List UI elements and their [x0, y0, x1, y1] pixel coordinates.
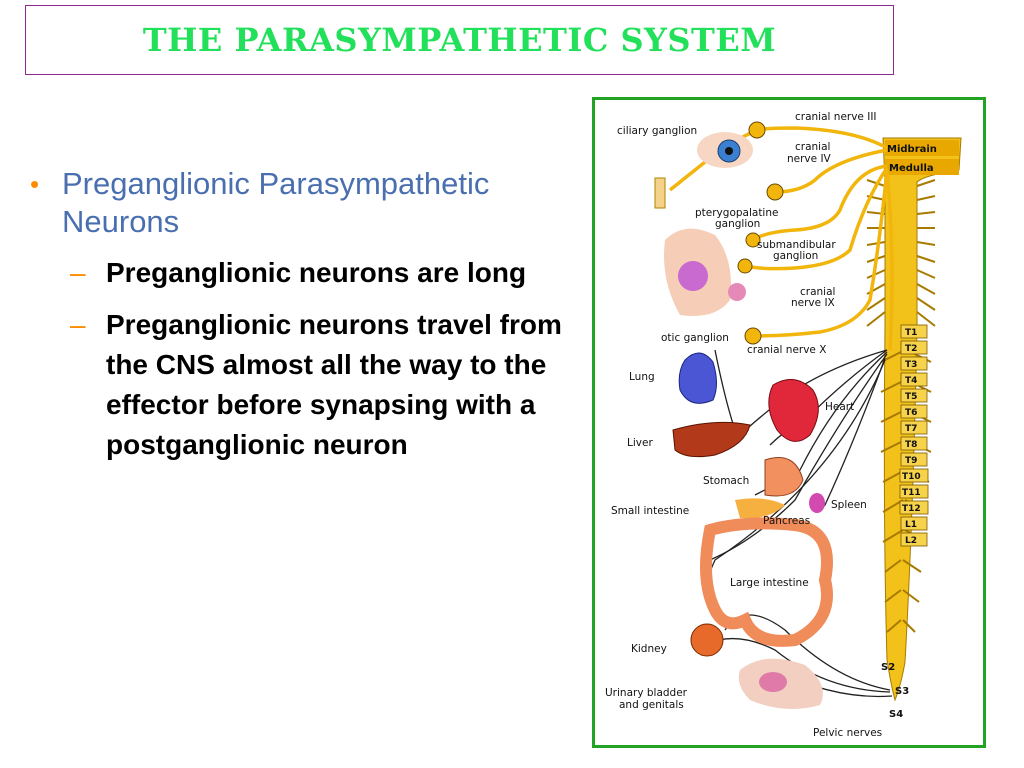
segment-box	[900, 404, 928, 419]
lacrimal-gland	[654, 177, 666, 209]
segment-box	[900, 532, 928, 547]
urinary-label-1: Urinary bladder	[605, 687, 688, 699]
segment-label: T11	[902, 488, 921, 498]
ciliary-ganglion-node	[748, 121, 766, 139]
otic-ganglion-label: otic ganglion	[661, 332, 729, 344]
urinary-label-2: and genitals	[619, 699, 684, 711]
segment-box	[900, 516, 928, 531]
subbullet-text: Preganglionic neurons travel from the CN…	[106, 309, 562, 460]
pterygopalatine-label-2: ganglion	[715, 218, 760, 230]
subbullet-item: – Preganglionic neurons are long	[70, 253, 592, 293]
segment-label: T10	[902, 472, 921, 482]
segment-box	[900, 356, 928, 371]
segment-box	[900, 388, 928, 403]
dash-icon: –	[70, 309, 86, 340]
segment-box	[899, 500, 929, 515]
segment-label: T6	[905, 408, 917, 418]
segment-box	[900, 436, 928, 451]
segment-label: L2	[905, 536, 917, 546]
segment-label: T4	[905, 376, 917, 386]
title-box: THE PARASYMPATHETIC SYSTEM	[25, 5, 894, 75]
segment-box	[900, 340, 928, 355]
segment-label: T9	[905, 456, 917, 466]
segment-box	[900, 372, 928, 387]
pterygopalatine-ganglion-node	[766, 183, 784, 201]
spinal-segments: T1 T2 T3 T4 T5 T6 T7 T8 T9 T10 T11 T12 L…	[899, 324, 929, 547]
subbullet-item: – Preganglionic neurons travel from the …	[70, 305, 592, 465]
stomach-label: Stomach	[703, 475, 749, 487]
lung-label: Lung	[629, 371, 655, 383]
s4-label: S4	[889, 709, 903, 720]
segment-label: T2	[905, 344, 917, 354]
large-intestine-label: Large intestine	[730, 577, 809, 589]
stomach-icon	[764, 457, 804, 497]
segment-box	[899, 468, 929, 483]
pancreas-icon	[735, 498, 785, 519]
segment-label: T12	[902, 504, 921, 514]
heart-icon	[768, 379, 819, 442]
segment-label: T7	[905, 424, 917, 434]
heart-label: Heart	[825, 401, 854, 413]
midbrain-label: Midbrain	[887, 144, 937, 155]
segment-label: T3	[905, 360, 917, 370]
otic-ganglion-node	[744, 327, 762, 345]
segment-label: T5	[905, 392, 917, 402]
bullet-item: • Preganglionic Parasympathetic Neurons	[22, 165, 592, 241]
bullet-list: • Preganglionic Parasympathetic Neurons …	[22, 165, 592, 465]
bladder-icon	[759, 672, 787, 692]
kidney-label: Kidney	[631, 643, 667, 655]
spinal-cord	[882, 137, 962, 702]
segment-box	[900, 324, 928, 339]
pelvic-nerves-label: Pelvic nerves	[813, 727, 882, 739]
liver-label: Liver	[627, 437, 653, 449]
large-intestine-icon	[700, 517, 833, 647]
ciliary-ganglion-label: ciliary ganglion	[617, 125, 697, 137]
segment-box	[900, 420, 928, 435]
midbrain-region	[885, 140, 959, 156]
dash-icon: –	[70, 257, 86, 288]
pterygopalatine-label-1: pterygopalatine	[695, 207, 778, 219]
diagram-svg: Midbrain Medulla T1 T2 T3 T4 T5 T6 T7 T8…	[605, 111, 962, 739]
segment-box	[900, 452, 928, 467]
segment-label: T1	[905, 328, 917, 338]
pupil-icon	[725, 147, 733, 155]
submandibular-ganglion-node	[745, 232, 761, 248]
cranial-nerve-iii-label: cranial nerve III	[795, 111, 877, 123]
bullet-dot-icon: •	[30, 169, 40, 199]
cranial-nerve-ix-label-2: nerve IX	[791, 297, 835, 309]
subbullet-text: Preganglionic neurons are long	[106, 257, 527, 288]
slide-title: THE PARASYMPATHETIC SYSTEM	[142, 21, 777, 59]
liver-icon	[672, 421, 751, 458]
kidney-icon	[690, 623, 724, 657]
medulla-region	[885, 159, 959, 175]
mouth-gland	[728, 283, 746, 301]
lung-icon	[678, 352, 717, 404]
cranial-nerve-iv-label-1: cranial	[795, 141, 830, 153]
segment-box	[899, 484, 929, 499]
submandibular-label-1: submandibular	[757, 239, 836, 251]
segment-label: T8	[905, 440, 917, 450]
segment-label: L1	[905, 520, 917, 530]
bullet-text: Preganglionic Parasympathetic Neurons	[62, 166, 490, 239]
parasympathetic-diagram: Midbrain Medulla T1 T2 T3 T4 T5 T6 T7 T8…	[592, 97, 986, 748]
small-intestine-label: Small intestine	[611, 505, 689, 517]
s3-label: S3	[895, 686, 909, 697]
submandibular-label-2: ganglion	[773, 250, 818, 262]
spleen-label: Spleen	[831, 499, 867, 511]
cranial-nerve-ix-label-1: cranial	[800, 286, 835, 298]
cranial-nerve-iv-label-2: nerve IV	[787, 153, 832, 165]
pancreas-label: Pancreas	[763, 515, 810, 527]
spleen-icon	[809, 493, 825, 513]
ganglia	[737, 121, 784, 345]
medulla-label: Medulla	[889, 163, 934, 174]
s2-label: S2	[881, 662, 895, 673]
ganglion-node	[737, 258, 753, 274]
salivary-gland	[678, 261, 708, 291]
cranial-nerve-x-label: cranial nerve X	[747, 344, 826, 356]
